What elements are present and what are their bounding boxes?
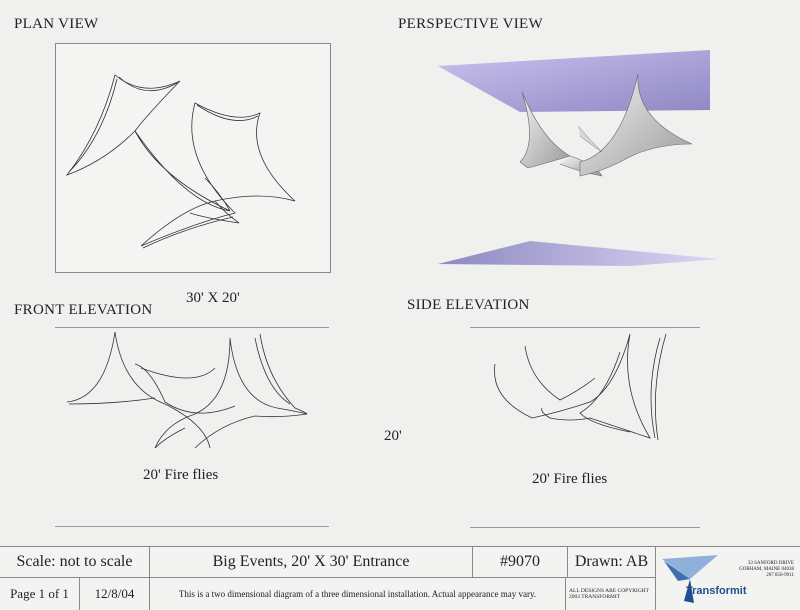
front-floor-line [55, 526, 329, 527]
page-number: Page 1 of 1 [10, 586, 69, 601]
front-elevation-title: FRONT ELEVATION [14, 302, 153, 318]
side-floor-line [470, 527, 700, 528]
side-ceiling-line [470, 327, 700, 328]
copyright-line-2: 2003 TRANSFORMIT [569, 594, 621, 600]
drawing-date: 12/8/04 [94, 586, 135, 601]
company-block: 33 SANFORD DRIVE GORHAM, MAINE 04038 207… [656, 547, 800, 610]
plan-view-title: PLAN VIEW [14, 16, 99, 32]
side-elevation-drawing [494, 333, 667, 441]
company-name: Transformit [686, 585, 747, 597]
ceiling-plane [438, 50, 710, 112]
address-line-1: 33 SANFORD DRIVE [747, 561, 794, 566]
copyright-cell: ALL DESIGNS ARE COPYRIGHT 2003 TRANSFORM… [566, 578, 656, 610]
front-ceiling-line [55, 327, 329, 328]
address-line-2: GORHAM, MAINE 04038 [739, 567, 794, 572]
drawn-by: Drawn: AB [574, 553, 649, 570]
scale-cell: Scale: not to scale [0, 547, 150, 578]
height-label: 20' [384, 428, 402, 444]
drawn-cell: Drawn: AB [568, 547, 656, 578]
perspective-view-title: PERSPECTIVE VIEW [398, 16, 543, 32]
project-cell: Big Events, 20' X 30' Entrance [150, 547, 473, 578]
side-caption: 20' Fire flies [532, 471, 608, 487]
perspective-view-drawing [438, 50, 720, 266]
floor-plane [438, 241, 720, 266]
disclaimer-text: This is a two dimensional diagram of a t… [178, 589, 537, 599]
number-cell: #9070 [473, 547, 568, 578]
copyright-line-1: ALL DESIGNS ARE COPYRIGHT [569, 587, 650, 594]
plan-view-drawing [65, 74, 296, 249]
front-caption: 20' Fire flies [143, 467, 219, 483]
company-phone: 207 856-9911 [766, 573, 794, 578]
front-elevation-drawing [66, 331, 308, 449]
scale-text: Scale: not to scale [16, 553, 133, 570]
page-cell: Page 1 of 1 [0, 578, 80, 610]
project-text: Big Events, 20' X 30' Entrance [212, 553, 410, 570]
transformit-logo-icon [662, 555, 718, 603]
company-address: 33 SANFORD DRIVE GORHAM, MAINE 04038 207… [739, 561, 794, 579]
disclaimer-cell: This is a two dimensional diagram of a t… [150, 578, 566, 610]
side-elevation-title: SIDE ELEVATION [407, 297, 530, 313]
plan-dimension-label: 30' X 20' [186, 290, 240, 306]
project-number: #9070 [500, 553, 540, 570]
date-cell: 12/8/04 [80, 578, 150, 610]
title-block: Scale: not to scale Big Events, 20' X 30… [0, 546, 800, 610]
